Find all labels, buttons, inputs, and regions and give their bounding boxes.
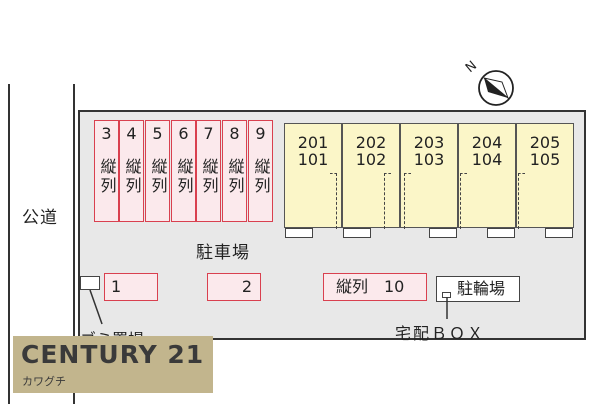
north-label: N [463, 58, 480, 76]
bicycle-parking: 駐輪場 [436, 276, 520, 302]
unit-lower-number: 101 [297, 150, 329, 169]
slot-number: 4 [126, 124, 137, 143]
door-marker [460, 173, 467, 229]
connector-line [89, 289, 103, 325]
door-marker [518, 173, 525, 229]
slot-label: 縦列 10 [336, 277, 405, 296]
parking-slot-8: 8 縦列 [222, 120, 247, 222]
parking-slot-9: 9 縦列 [248, 120, 273, 222]
site-boundary-line [73, 84, 75, 404]
unit-upper-number: 203 [413, 133, 445, 152]
parking-slot-4: 4 縦列 [119, 120, 144, 222]
slot-kind: 縦列 [225, 158, 245, 196]
parking-slot-6: 6 縦列 [171, 120, 196, 222]
slot-kind: 縦列 [174, 158, 194, 196]
slot-kind: 縦列 [199, 158, 219, 196]
century21-logo: CENTURY 21 カワグチ [13, 336, 213, 393]
slot-label: 1 [111, 277, 122, 296]
slot-kind: 縦列 [122, 158, 142, 196]
slot-label: 2 [241, 277, 252, 296]
slot-kind: 縦列 [97, 158, 117, 196]
unit-upper-number: 202 [355, 133, 387, 152]
delivery-box-pointer [446, 297, 448, 319]
unit-lower-number: 103 [413, 150, 445, 169]
slot-kind: 縦列 [251, 158, 271, 196]
parking-slot-5: 5 縦列 [145, 120, 170, 222]
north-arrow-icon: N [463, 58, 514, 106]
slot-kind: 縦列 [148, 158, 168, 196]
parking-slot-7: 7 縦列 [196, 120, 221, 222]
unit-lower-number: 104 [471, 150, 503, 169]
slot-number: 6 [178, 124, 189, 143]
unit-upper-number: 204 [471, 133, 503, 152]
delivery-box-label: 宅配ＢＯＸ [395, 324, 486, 343]
parking-label: 駐車場 [196, 243, 250, 263]
utility-box [80, 276, 100, 290]
unit-upper-number: 205 [529, 133, 561, 152]
parking-slot-2: 2 [207, 273, 261, 301]
door-marker [404, 173, 411, 229]
public-road-label: 公道 [22, 208, 58, 228]
unit-lower-number: 105 [529, 150, 561, 169]
entry-step [487, 228, 515, 238]
parking-slot-1: 1 [104, 273, 158, 301]
branch-name: カワグチ [22, 375, 66, 388]
parking-slot-3: 3 縦列 [94, 120, 119, 222]
entry-step [285, 228, 313, 238]
brand-name: CENTURY 21 [21, 340, 205, 369]
bicycle-parking-label: 駐輪場 [457, 279, 506, 298]
unit-lower-number: 102 [355, 150, 387, 169]
slot-number: 9 [255, 124, 266, 143]
door-marker [384, 173, 391, 229]
unit-upper-number: 201 [297, 133, 329, 152]
slot-number: 3 [101, 124, 112, 143]
door-marker [330, 173, 337, 229]
entry-step [343, 228, 371, 238]
slot-number: 7 [203, 124, 214, 143]
parking-slot-10: 縦列 10 [323, 273, 427, 301]
road-edge-line [8, 84, 10, 404]
slot-number: 5 [152, 124, 163, 143]
entry-step [429, 228, 457, 238]
slot-number: 8 [229, 124, 240, 143]
entry-step [545, 228, 573, 238]
